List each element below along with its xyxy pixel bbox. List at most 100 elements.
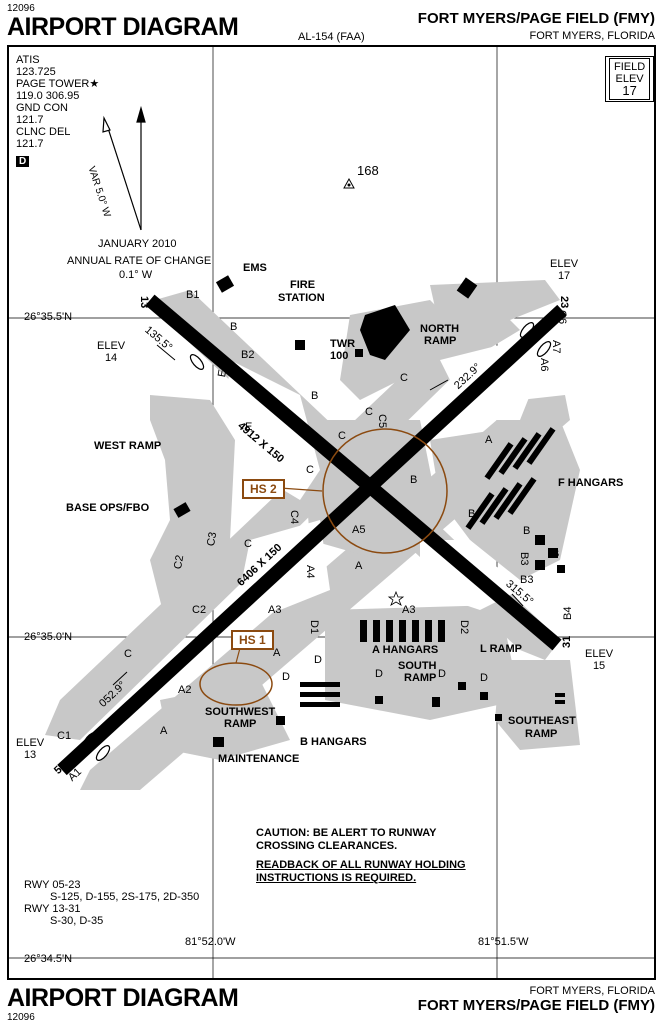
d-badge: D — [16, 156, 30, 167]
elev-se: ELEV 15 — [585, 648, 614, 672]
station-label: STATION — [278, 292, 325, 304]
fire-station-building — [295, 340, 305, 350]
taxiway-a6: A6 — [538, 358, 550, 372]
taxiway-b-6: B — [552, 548, 560, 560]
tower-label-map: TWR — [330, 338, 356, 350]
taxiway-d-3: D — [375, 668, 383, 680]
gnd-label: GND CON — [16, 102, 68, 114]
taxiway-d-1: D — [282, 671, 290, 683]
taxiway-c2-2: C2 — [192, 604, 207, 616]
taxiway-a-4: A — [160, 725, 168, 737]
tower-label: PAGE TOWER★ — [16, 78, 100, 90]
runway-strength: RWY 05-23 S-125, D-155, 2S-175, 2D-350 R… — [24, 879, 200, 927]
lon-right: 81°51.5'W — [478, 936, 529, 948]
taxiway-b1: B1 — [186, 289, 200, 301]
hotspot-1-label: HS 1 — [231, 630, 274, 650]
tower-freq: 119.0 306.95 — [16, 90, 80, 102]
chart-number-bottom: 12096 — [7, 1012, 35, 1023]
l-ramp-label: L RAMP — [480, 643, 522, 655]
taxiway-a7: A7 — [550, 340, 562, 354]
west-ramp-label: WEST RAMP — [94, 440, 162, 452]
taxiway-a3-2: A3 — [402, 604, 416, 616]
taxiway-b4: B4 — [562, 606, 574, 620]
taxiway-b-3: B — [410, 474, 418, 486]
taxiway-b3-1: B3 — [518, 552, 530, 566]
taxiway-a2: A2 — [178, 684, 192, 696]
taxiway-c-1: C — [338, 430, 346, 442]
lat-bot: 26°34.5'N — [24, 953, 73, 965]
taxiway-a-2: A — [355, 560, 363, 572]
footer-airport: FORT MYERS/PAGE FIELD (FMY) — [417, 997, 655, 1014]
clnc-label: CLNC DEL — [16, 126, 71, 138]
taxiway-e2: E2 — [216, 362, 231, 379]
chart-number-top: 12096 — [7, 3, 35, 14]
north-label: NORTH — [420, 323, 460, 335]
north-arrow-icon — [102, 105, 146, 231]
taxiway-b-5: B — [523, 525, 531, 537]
clnc-freq: 121.7 — [16, 138, 44, 150]
obstacle-height: 168 — [357, 163, 379, 178]
taxiway-e: E — [245, 421, 253, 433]
taxiway-a3-1: A3 — [268, 604, 282, 616]
hotspot-2-label: HS 2 — [242, 479, 285, 499]
taxiway-b-4: B — [468, 508, 476, 520]
tower-building — [355, 349, 363, 357]
taxiway-b-1: B — [230, 321, 238, 333]
f-hangars-label: F HANGARS — [558, 477, 624, 489]
south-ramp-label: RAMP — [404, 672, 437, 684]
footer-city: FORT MYERS, FLORIDA — [529, 985, 655, 997]
runway-05-23 — [57, 304, 567, 776]
elev-nw: ELEV 14 — [97, 340, 126, 364]
taxiway-c-4: C — [306, 464, 314, 476]
gnd-freq: 121.7 — [16, 114, 44, 126]
taxiway-c1: C1 — [57, 730, 72, 742]
taxiway-c-3: C — [400, 372, 408, 384]
airport-city: FORT MYERS, FLORIDA — [529, 30, 655, 42]
elev-ne: ELEV 17 — [550, 258, 579, 282]
taxiway-c2-1: C2 — [172, 554, 187, 571]
south-label: SOUTH — [398, 660, 437, 672]
taxiway-b-2: B — [311, 390, 319, 402]
fire-label: FIRE — [290, 279, 316, 291]
taxiway-b2: B2 — [241, 349, 255, 361]
north-ramp-buildings — [360, 305, 410, 360]
field-elev-value: 17 — [622, 83, 637, 98]
field-elev-line1: FIELD — [614, 61, 646, 73]
caution-note: CAUTION: BE ALERT TO RUNWAY CROSSING CLE… — [256, 827, 466, 884]
atis-label: ATIS — [16, 54, 40, 66]
b-hangars-label: B HANGARS — [300, 736, 367, 748]
maintenance-label: MAINTENANCE — [218, 753, 300, 765]
tower-elevation: 100 — [330, 350, 349, 362]
taxiway-b3-2: B3 — [520, 574, 534, 586]
a-hangars-label: A HANGARS — [372, 644, 439, 656]
field-elev-line2: ELEV — [615, 73, 644, 85]
taxiway-a-3: A — [273, 647, 281, 659]
taxiway-c-2: C — [365, 406, 373, 418]
taxiway-c-5: C — [244, 538, 252, 550]
airport-name: FORT MYERS/PAGE FIELD (FMY) — [417, 10, 655, 27]
obstacle-icon — [343, 177, 355, 189]
map-frame — [7, 45, 656, 980]
runway-end-23: 23 — [558, 296, 570, 309]
runway-end-31: 31 — [561, 635, 573, 648]
maintenance-building — [213, 737, 224, 747]
star-icon — [387, 590, 405, 606]
taxiway-c-6: C — [124, 648, 132, 660]
atis-freq: 123.725 — [16, 66, 56, 78]
taxiway-d1: D1 — [308, 620, 320, 635]
footer-title: AIRPORT DIAGRAM — [7, 984, 239, 1012]
taxiway-d-5: D — [480, 672, 488, 684]
magvar-rate-label: ANNUAL RATE OF CHANGE — [67, 255, 212, 267]
frequency-block: ATIS 123.725 PAGE TOWER★ 119.0 306.95 GN… — [16, 54, 99, 150]
taxiway-a-1: A — [485, 434, 493, 446]
southeast-label: SOUTHEAST — [508, 715, 576, 727]
taxiway-c3: C3 — [205, 531, 220, 548]
southwest-ramp-label: RAMP — [224, 718, 257, 730]
taxiway-c6: C6 — [556, 310, 568, 325]
lat-top: 26°35.5'N — [24, 311, 73, 323]
runway-end-13: 13 — [138, 296, 150, 309]
taxiway-d-4: D — [438, 668, 446, 680]
taxiway-a4: A4 — [304, 565, 316, 579]
taxiway-c5: C5 — [376, 414, 388, 429]
magvar-date: JANUARY 2010 — [98, 238, 177, 250]
